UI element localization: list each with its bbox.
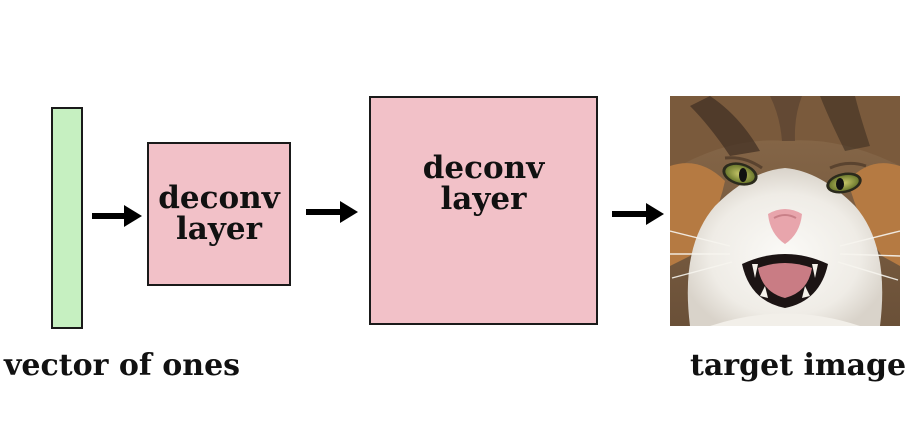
- target-cat-image: [670, 96, 900, 326]
- arrow-right-icon: [304, 198, 358, 226]
- target-image-caption: target image: [690, 348, 907, 383]
- arrow-right-icon: [90, 202, 142, 230]
- deconv-layer-1: deconv layer: [147, 142, 291, 286]
- deconv-layer-1-line1: deconv: [158, 180, 280, 216]
- vector-of-ones-caption: vector of ones: [4, 348, 241, 383]
- deconv-layer-1-line2: layer: [176, 211, 262, 247]
- deconv-layer-2-line2: layer: [440, 180, 527, 217]
- vector-of-ones-bar: [51, 107, 83, 329]
- deconv-layer-2-line1: deconv: [422, 149, 545, 186]
- arrow-right-icon: [610, 200, 664, 228]
- deconv-layer-2: deconv layer: [369, 96, 598, 325]
